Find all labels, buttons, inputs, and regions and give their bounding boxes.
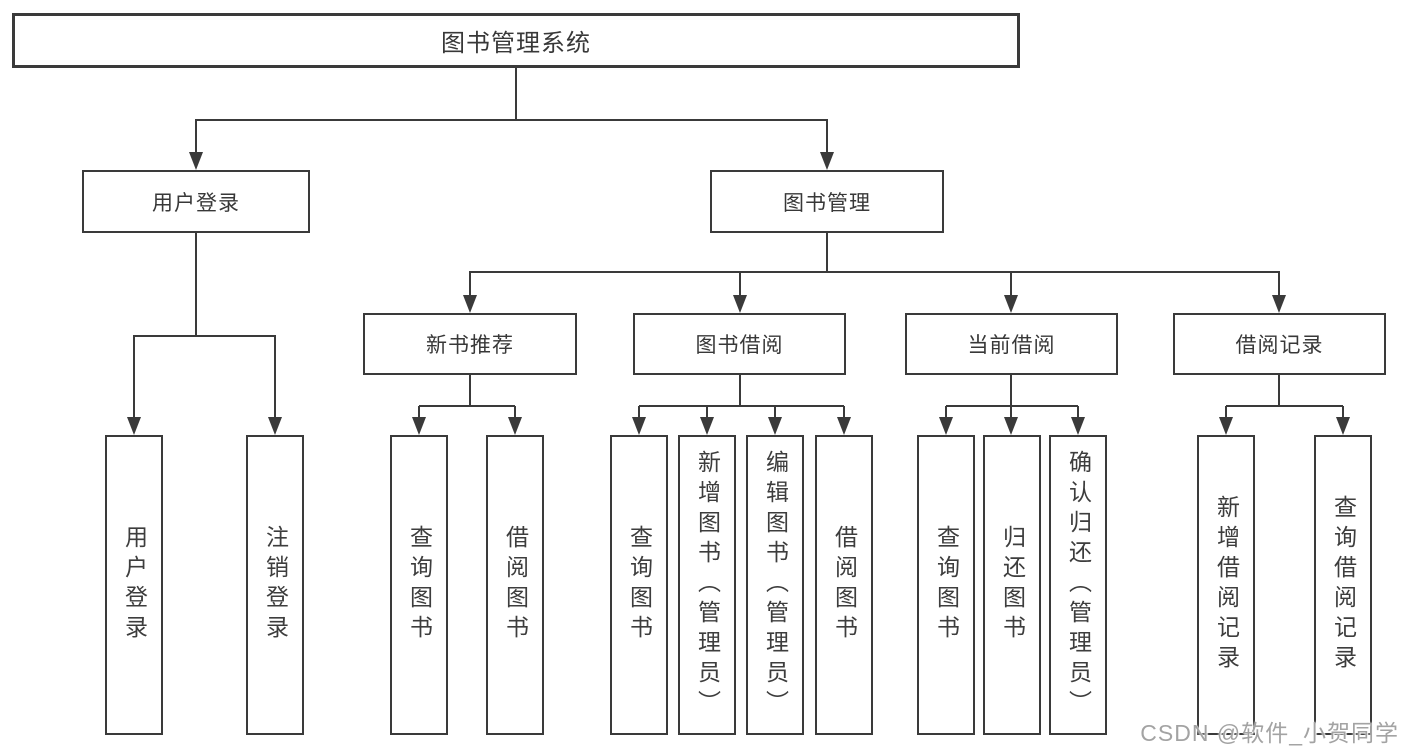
leaf-borrow-books: 借阅图书 bbox=[815, 435, 873, 735]
leaf-label: 新增借阅记录 bbox=[1213, 495, 1240, 675]
leaf-label: 编辑图书（管理员） bbox=[762, 450, 789, 720]
node-user-login-group: 用户登录 bbox=[82, 170, 310, 233]
leaf-label: 查询图书 bbox=[626, 525, 653, 645]
leaf-query-books-current: 查询图书 bbox=[917, 435, 975, 735]
node-label: 用户登录 bbox=[152, 191, 240, 215]
leaf-query-books-borrow: 查询图书 bbox=[610, 435, 668, 735]
leaf-return-book: 归还图书 bbox=[983, 435, 1041, 735]
node-new-book-recommend: 新书推荐 bbox=[363, 313, 577, 375]
node-label: 新书推荐 bbox=[426, 334, 514, 357]
leaf-add-borrow-record: 新增借阅记录 bbox=[1197, 435, 1255, 735]
leaf-label: 查询图书 bbox=[933, 525, 960, 645]
node-label: 图书借阅 bbox=[695, 334, 784, 357]
node-root-library-management-system: 图书管理系统 bbox=[12, 13, 1020, 68]
node-label: 图书管理 bbox=[783, 191, 871, 215]
node-book-borrow: 图书借阅 bbox=[633, 313, 846, 375]
connector-user-login-to-leaves bbox=[127, 233, 282, 435]
leaf-logout: 注销登录 bbox=[246, 435, 304, 735]
node-label: 借阅记录 bbox=[1235, 334, 1324, 357]
leaf-label: 借阅图书 bbox=[831, 525, 858, 645]
connector-borrow-records-to-leaves bbox=[1219, 375, 1350, 435]
leaf-query-books-recommend: 查询图书 bbox=[390, 435, 448, 735]
node-label: 当前借阅 bbox=[967, 334, 1056, 357]
node-book-management-group: 图书管理 bbox=[710, 170, 944, 233]
connector-root-to-level2 bbox=[189, 68, 834, 170]
leaf-label: 借阅图书 bbox=[502, 525, 529, 645]
leaf-borrow-books-recommend: 借阅图书 bbox=[486, 435, 544, 735]
leaf-add-book-admin: 新增图书（管理员） bbox=[678, 435, 736, 735]
leaf-query-borrow-record: 查询借阅记录 bbox=[1314, 435, 1372, 735]
node-borrow-records: 借阅记录 bbox=[1173, 313, 1386, 375]
connector-new-book-recommend-to-leaves bbox=[412, 375, 522, 435]
leaf-user-login: 用户登录 bbox=[105, 435, 163, 735]
leaf-edit-book-admin: 编辑图书（管理员） bbox=[746, 435, 804, 735]
leaf-label: 归还图书 bbox=[999, 525, 1026, 645]
leaf-confirm-return-admin: 确认归还（管理员） bbox=[1049, 435, 1107, 735]
connector-book-borrow-to-leaves bbox=[632, 375, 851, 435]
leaf-label: 确认归还（管理员） bbox=[1065, 450, 1092, 720]
connector-book-management-to-level3 bbox=[463, 233, 1286, 313]
leaf-label: 查询图书 bbox=[406, 525, 433, 645]
leaf-label: 用户登录 bbox=[121, 525, 148, 645]
leaf-label: 注销登录 bbox=[262, 525, 289, 645]
connector-current-borrow-to-leaves bbox=[939, 375, 1085, 435]
leaf-label: 查询借阅记录 bbox=[1330, 495, 1357, 675]
node-label: 图书管理系统 bbox=[441, 30, 591, 57]
node-current-borrow: 当前借阅 bbox=[905, 313, 1118, 375]
leaf-label: 新增图书（管理员） bbox=[694, 450, 721, 720]
